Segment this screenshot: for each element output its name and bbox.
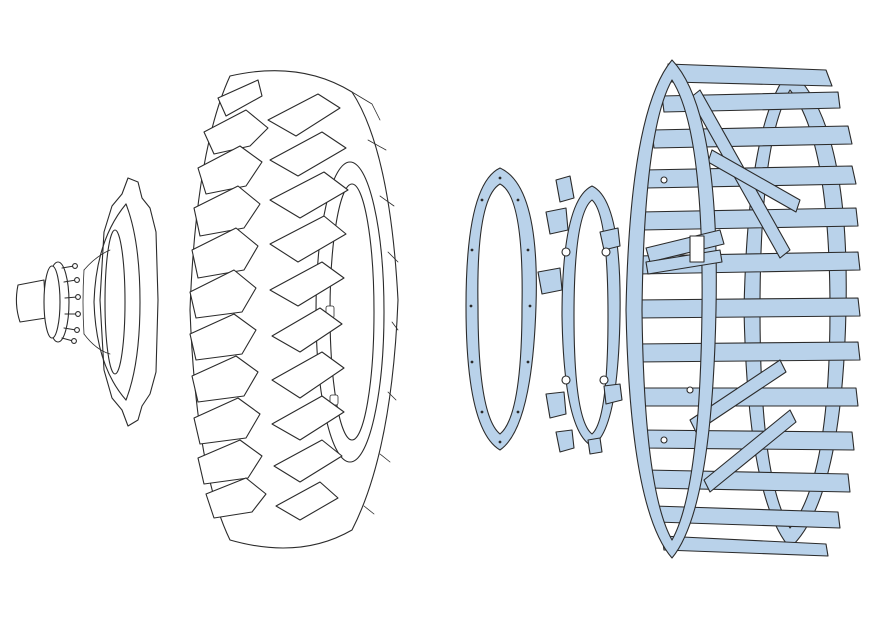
cage-braces — [689, 89, 801, 493]
cage-slats — [633, 63, 861, 557]
cage-wheel — [625, 59, 861, 559]
hub-studs — [61, 263, 81, 344]
tractor-tire — [189, 70, 399, 549]
mounting-bracket-ring — [537, 175, 623, 455]
cage-hub — [645, 229, 725, 275]
adapter-ring — [465, 167, 537, 451]
axle-hub — [15, 261, 81, 344]
tire-tread-lugs — [189, 79, 349, 521]
wheel-rim-disc — [82, 177, 159, 427]
